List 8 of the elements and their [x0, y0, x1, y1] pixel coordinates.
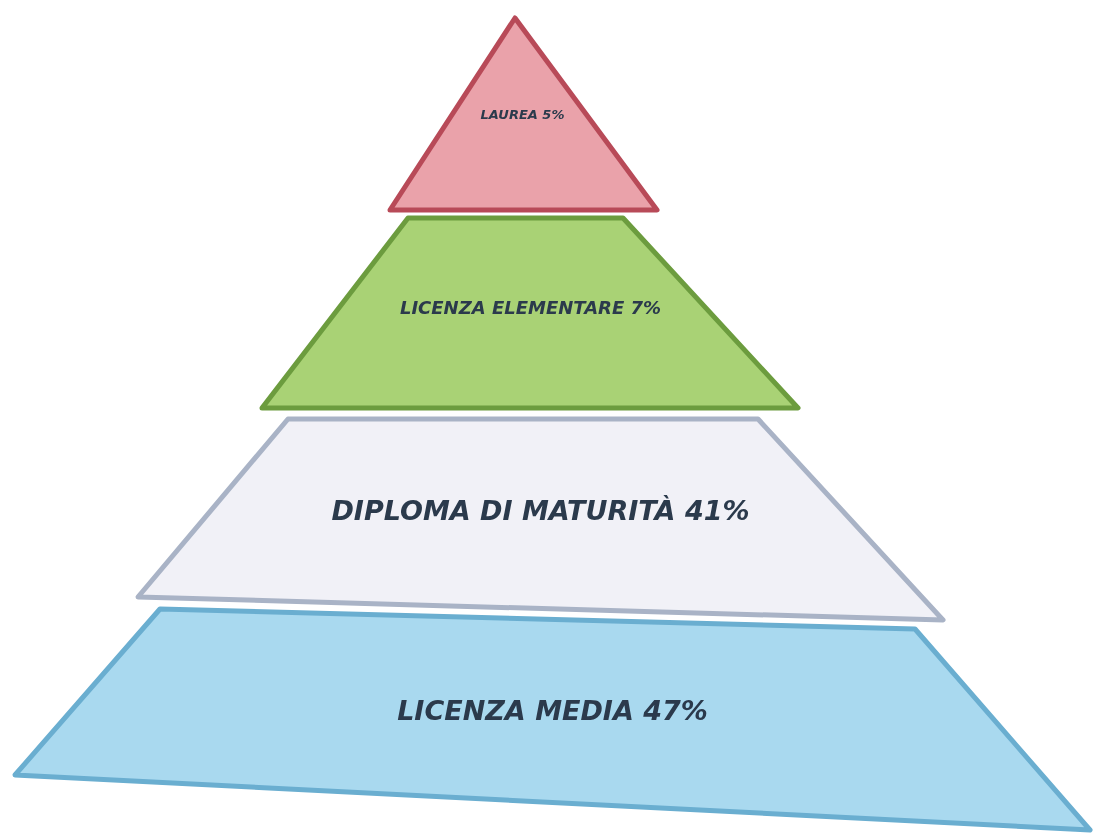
tier-label: LAUREA 5%: [479, 106, 566, 124]
tier-label: LICENZA ELEMENTARE 7%: [399, 297, 662, 318]
pyramid-tier: [10, 605, 1095, 835]
pyramid-tier: [258, 215, 803, 413]
tier-label: LICENZA MEDIA 47%: [397, 695, 708, 726]
pyramid-tier: [133, 415, 948, 625]
tier-label: DIPLOMA DI MATURITÀ 41%: [331, 495, 750, 526]
pyramid-tier: [385, 15, 660, 215]
